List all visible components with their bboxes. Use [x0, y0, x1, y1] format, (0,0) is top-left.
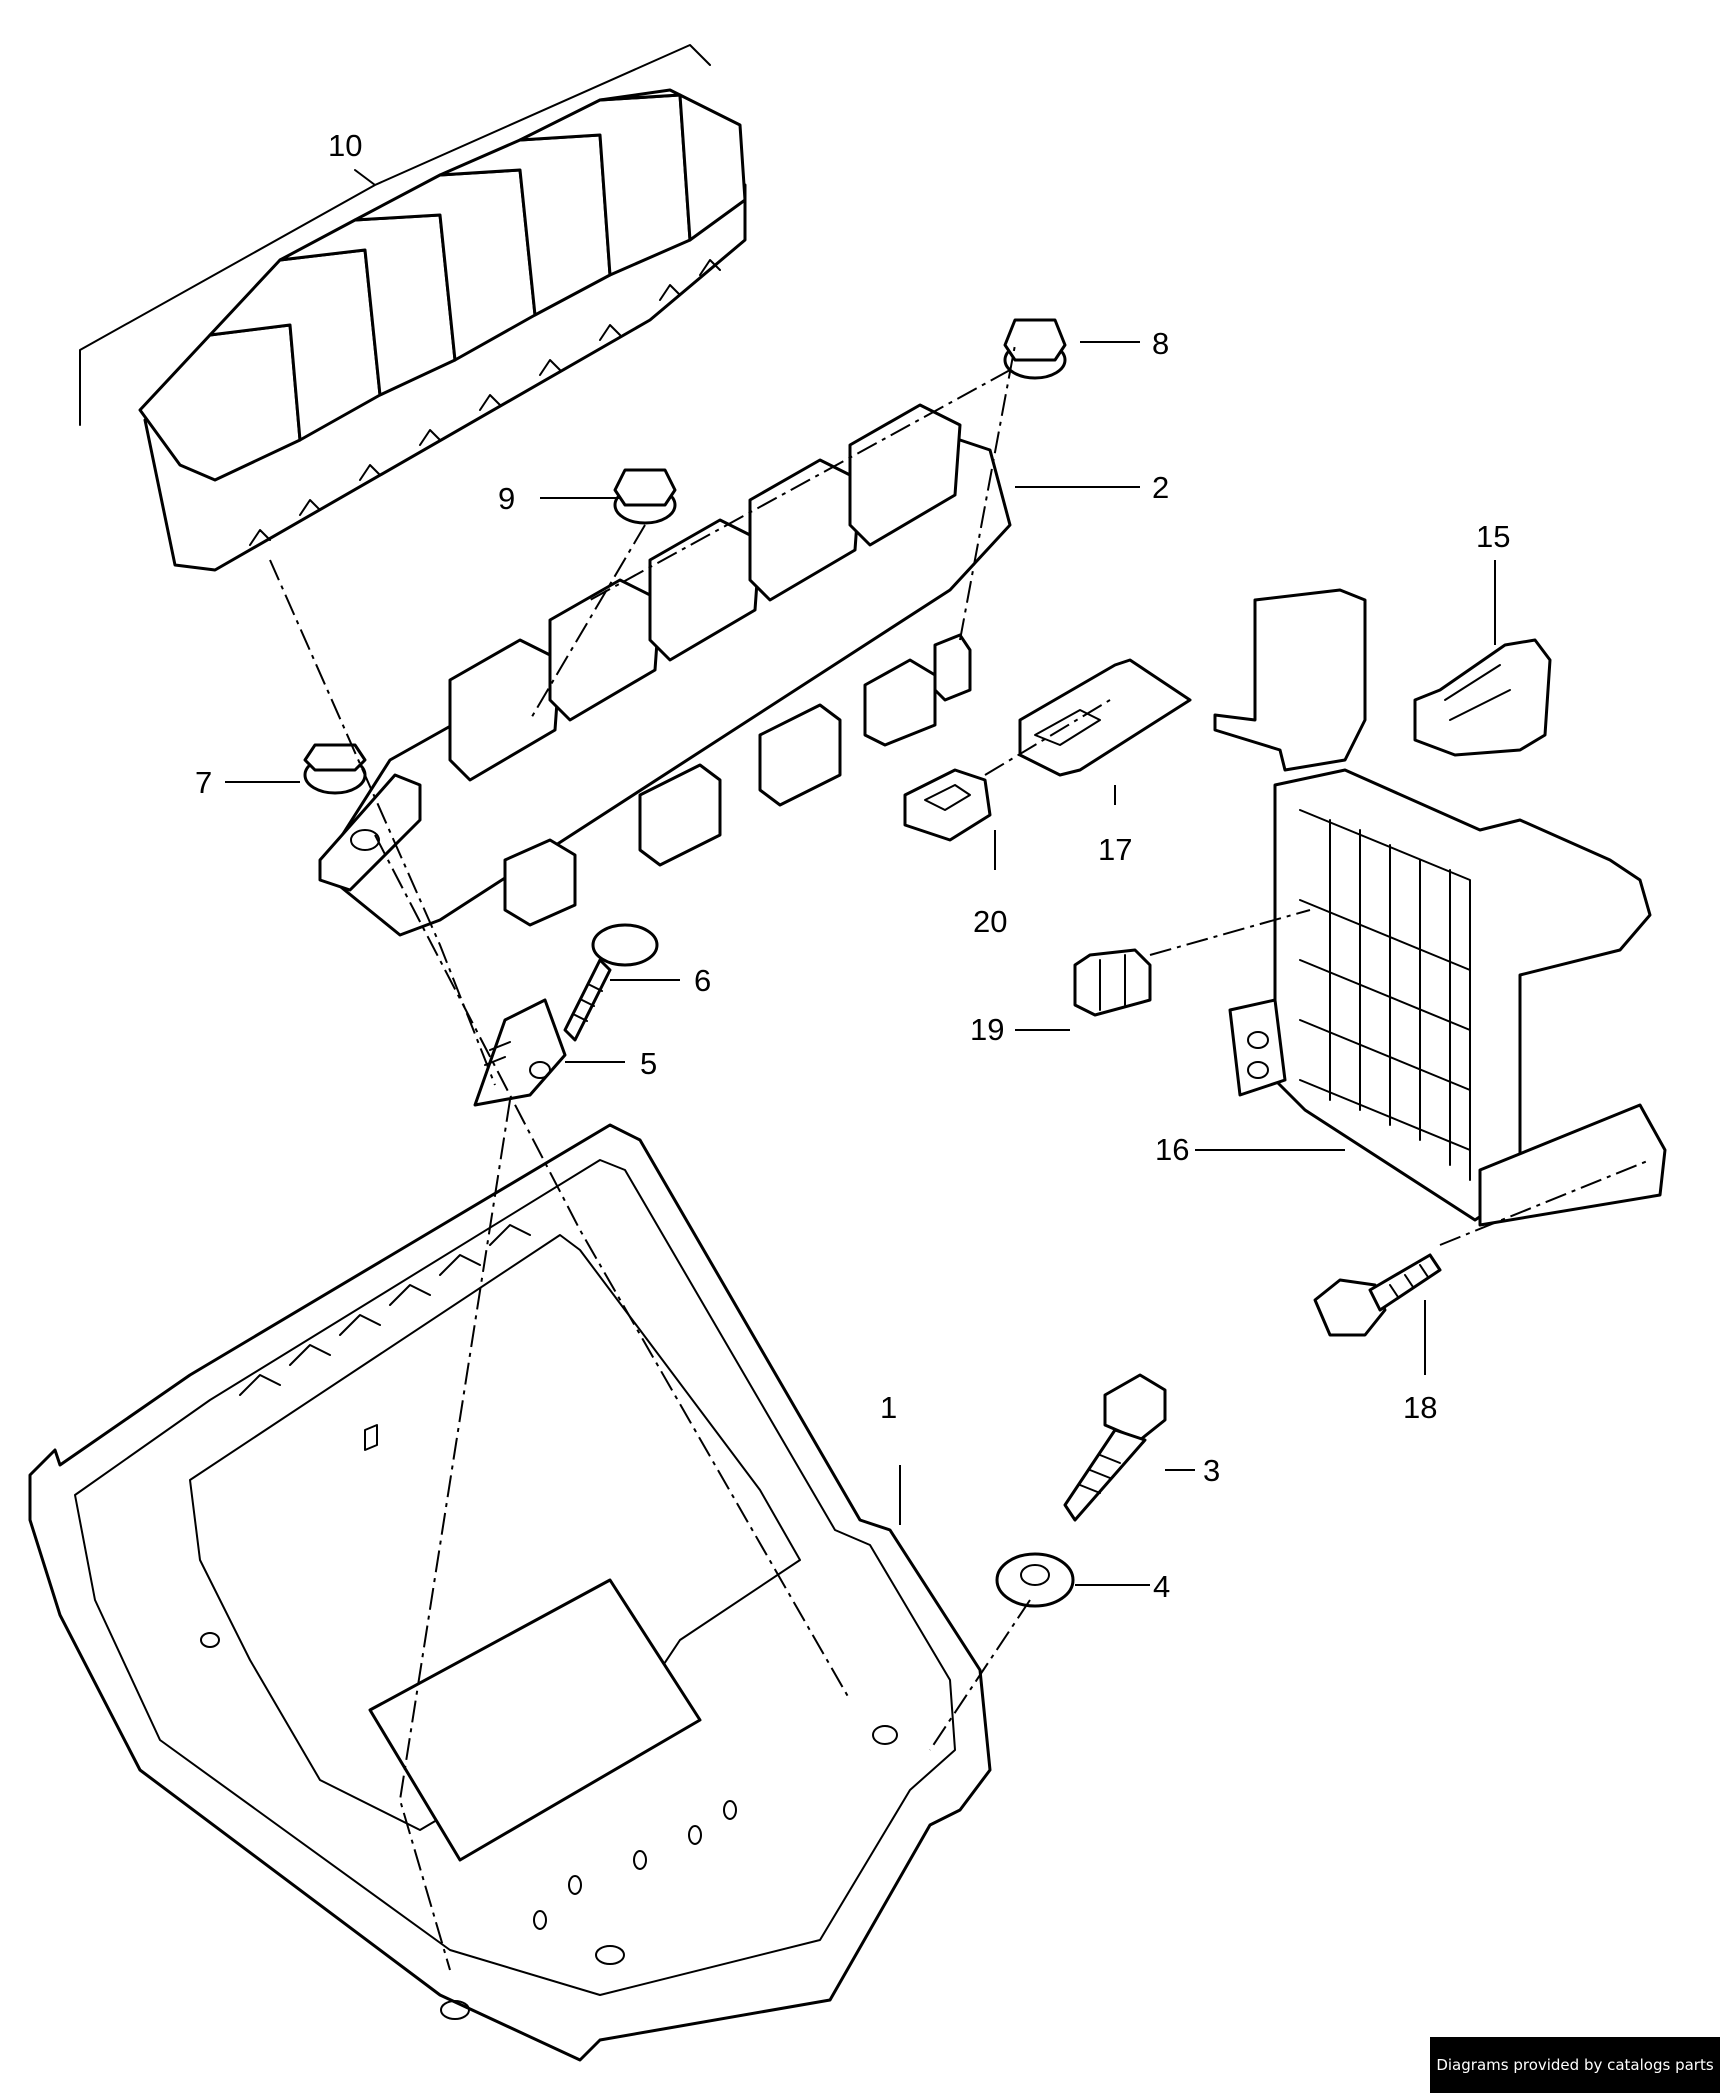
- carrier-plug-1: [503, 838, 577, 927]
- carrier-socket-4: [748, 458, 862, 602]
- callout-9: 9: [498, 481, 515, 516]
- callout-3: 3: [1203, 1453, 1220, 1488]
- carrier-mount-hole: [350, 829, 380, 851]
- callout-20: 20: [973, 904, 1007, 939]
- housing-slot-2: [568, 1875, 582, 1895]
- housing-partition: [368, 1578, 702, 1862]
- clip-15: [1413, 638, 1552, 757]
- callout-10: 10: [328, 128, 362, 163]
- nut-7: [303, 743, 367, 795]
- carrier-socket-1: [448, 638, 562, 782]
- fuse-puller-17: [1018, 658, 1192, 777]
- nut-9: [613, 468, 677, 525]
- screw-6: [563, 923, 659, 1042]
- bolt-3: [1063, 1373, 1167, 1522]
- housing-hole-d: [440, 2000, 470, 2020]
- assembly-lines: [269, 344, 1651, 1971]
- relay-pins: [249, 259, 721, 546]
- panel-grid: [1299, 809, 1471, 1181]
- nut-8: [1003, 318, 1067, 380]
- housing-tab-d: [364, 1424, 378, 1451]
- housing-hole-a: [200, 1632, 220, 1648]
- washer-4: [995, 1552, 1075, 1608]
- callout-18: 18: [1403, 1390, 1437, 1425]
- callout-6: 6: [694, 963, 711, 998]
- callout-16: 16: [1155, 1132, 1189, 1167]
- housing-hole-b: [872, 1725, 898, 1745]
- housing-slot-5: [723, 1800, 737, 1820]
- housing-slot-3: [633, 1850, 647, 1870]
- housing-ribs: [239, 1224, 531, 1396]
- credit-banner: Diagrams provided by catalogs parts: [1430, 2037, 1720, 2093]
- callout-15: 15: [1476, 519, 1510, 554]
- housing-rim-inner: [74, 1159, 956, 1996]
- housing-slot-1: [533, 1910, 547, 1930]
- callout-5: 5: [640, 1046, 657, 1081]
- bolt-18: [1313, 1253, 1442, 1337]
- clip-nut-5: [473, 998, 567, 1107]
- relay-set-10: [79, 44, 747, 572]
- fuse-panel-16: [1213, 588, 1667, 1227]
- callouts: 10 8 2 9 15 7 17 20 6 19 5 16 18 1 3 4: [195, 128, 1510, 1604]
- housing-hole-c: [595, 1945, 625, 1965]
- housing-1: [28, 1123, 992, 2062]
- carrier-socket-3: [648, 518, 762, 662]
- panel-hole-a: [1247, 1031, 1269, 1049]
- callout-8: 8: [1152, 326, 1169, 361]
- housing-outer: [28, 1123, 992, 2062]
- carrier-socket-5: [848, 403, 962, 547]
- carrier-plug-4: [863, 658, 937, 747]
- callout-1: 1: [880, 1390, 897, 1425]
- group-bracket-10: [79, 44, 711, 426]
- panel-top-bracket: [1213, 588, 1367, 772]
- callout-17: 17: [1098, 832, 1132, 867]
- relay-carrier-2: [318, 403, 1012, 937]
- callout-7: 7: [195, 765, 212, 800]
- fuse-19: [1073, 948, 1152, 1017]
- callout-19: 19: [970, 1012, 1004, 1047]
- leader-lines: [225, 341, 1496, 1586]
- carrier-plug-5: [933, 633, 972, 702]
- carrier-plug-2: [638, 763, 722, 867]
- callout-4: 4: [1153, 1569, 1170, 1604]
- callout-2: 2: [1152, 470, 1169, 505]
- carrier-plug-3: [758, 703, 842, 807]
- relay-block-g: [598, 88, 747, 242]
- connector-20: [903, 768, 992, 842]
- panel-bottom-rail: [1478, 1103, 1667, 1227]
- carrier-mount-ear-left: [318, 773, 422, 892]
- panel-hole-b: [1247, 1061, 1269, 1079]
- carrier-socket-2: [548, 578, 662, 722]
- housing-slot-4: [688, 1825, 702, 1845]
